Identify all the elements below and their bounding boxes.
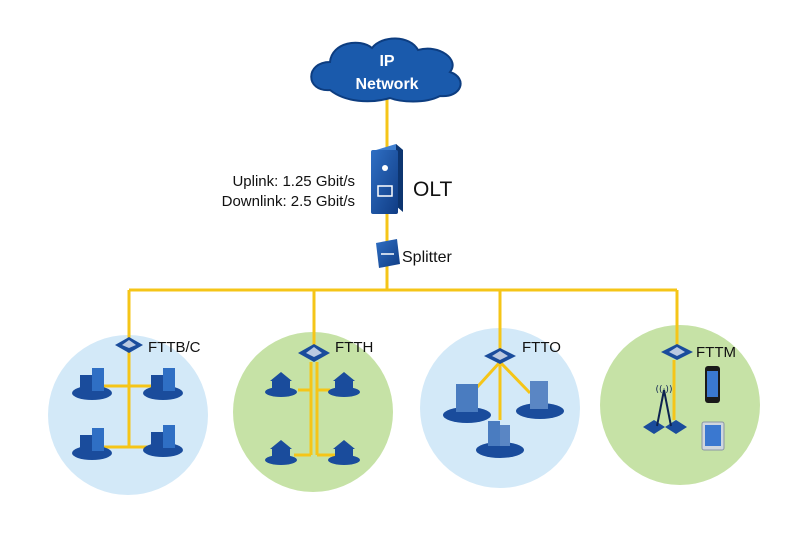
onu-ftth-icon xyxy=(298,344,330,362)
onu-fttm-icon xyxy=(661,344,693,360)
uplink-rate: Uplink: 1.25 Gbit/s xyxy=(232,173,355,190)
house-icon xyxy=(265,440,297,465)
house-icon xyxy=(328,440,360,465)
building-icon xyxy=(72,368,112,400)
splitter-icon xyxy=(376,239,400,268)
office-tower-icon xyxy=(516,381,564,419)
zone-label-ftto: FTTO xyxy=(522,339,561,356)
office-tower-icon xyxy=(476,421,524,458)
tablet-icon xyxy=(701,421,725,451)
cloud-line-2: Network xyxy=(355,76,418,93)
zone-label-fttb: FTTB/C xyxy=(148,339,201,356)
building-icon xyxy=(143,368,183,400)
house-icon xyxy=(265,372,297,397)
zone-label-ftth: FTTH xyxy=(335,339,373,356)
base-station-icon: ((·)) xyxy=(643,385,687,434)
olt-label: OLT xyxy=(413,178,452,201)
svg-text:((·)): ((·)) xyxy=(656,385,673,395)
cloud-line-1: IP xyxy=(379,53,394,70)
building-icon xyxy=(72,428,112,460)
office-tower-icon xyxy=(443,384,491,423)
onu-ftto-icon xyxy=(484,348,516,364)
house-icon xyxy=(328,372,360,397)
building-icon xyxy=(143,425,183,457)
smartphone-icon xyxy=(705,366,720,403)
onu-fttb-icon xyxy=(115,337,143,353)
zone-label-fttm: FTTM xyxy=(696,344,736,361)
fiber-links xyxy=(100,95,679,457)
olt-device-icon xyxy=(371,144,403,214)
ip-network-cloud: IP Network xyxy=(310,37,462,103)
downlink-rate: Downlink: 2.5 Gbit/s xyxy=(222,193,355,210)
splitter-label: Splitter xyxy=(402,249,452,266)
